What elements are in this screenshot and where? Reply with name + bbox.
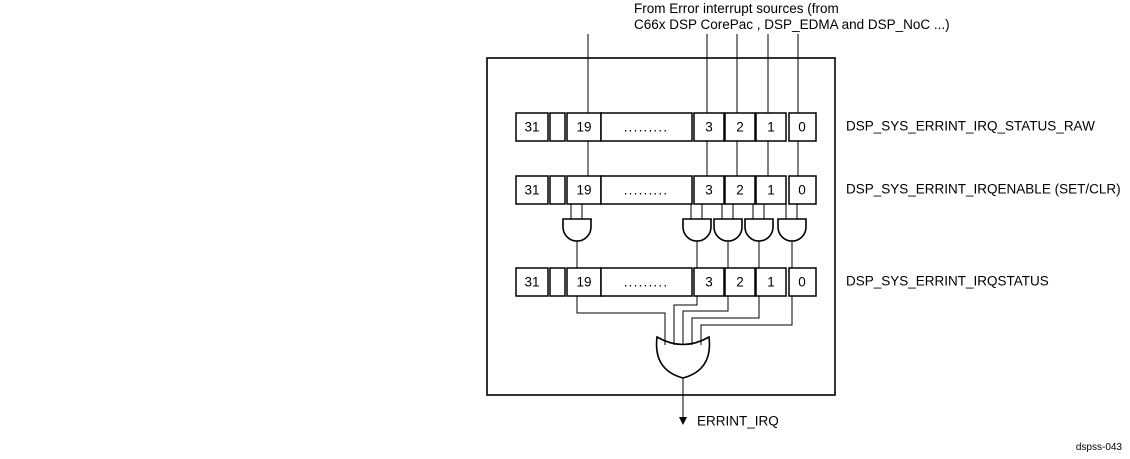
bit-label-ellipsis: ......... (624, 275, 669, 290)
bit-label-ellipsis: ......... (624, 120, 669, 135)
or-gate (655, 335, 711, 425)
bit-cell-2 (724, 267, 756, 297)
bit-cell-ellipsis (600, 112, 693, 142)
bit-cell-0 (788, 267, 817, 297)
bit-label-19: 19 (576, 275, 591, 290)
bit-label-1: 1 (767, 275, 775, 290)
register-row-irqstatus: 31 19 ......... 3 2 1 0 (515, 267, 817, 297)
bit-label-2: 2 (736, 120, 744, 135)
bit-cell-31 (515, 175, 549, 205)
arrowhead (679, 417, 687, 425)
bit-label-2: 2 (736, 183, 744, 198)
bit-cell-1 (755, 267, 787, 297)
raw-to-enable-links (587, 141, 799, 176)
bit-label-31: 31 (524, 275, 539, 290)
register-row-status-raw: 31 19 ......... 3 2 1 0 (515, 112, 817, 142)
bit-cell-2 (724, 175, 756, 205)
source-note-line1: From Error interrupt sources (from (634, 1, 839, 16)
bit-cell-ellipsis (600, 267, 693, 297)
register-row-irqenable: 31 19 ......... 3 2 1 0 (515, 175, 817, 205)
bit-label-2: 2 (736, 275, 744, 290)
input-source-lines (587, 34, 799, 127)
bit-cell-gap (549, 112, 566, 142)
bit-label-3: 3 (705, 275, 713, 290)
bit-cell-19 (566, 267, 602, 297)
bit-label-19: 19 (576, 120, 591, 135)
bit-label-0: 0 (798, 120, 806, 135)
register-name-irqenable: DSP_SYS_ERRINT_IRQENABLE (SET/CLR) (846, 182, 1121, 197)
bit-label-ellipsis: ......... (624, 183, 669, 198)
bit-cell-31 (515, 112, 549, 142)
bit-cell-0 (788, 112, 817, 142)
bit-label-0: 0 (798, 183, 806, 198)
figure-id-watermark: dspss-043 (1076, 442, 1123, 453)
bit-cell-gap (549, 267, 566, 297)
bit-label-3: 3 (705, 120, 713, 135)
bit-cell-19 (566, 175, 602, 205)
bit-cell-1 (755, 112, 787, 142)
bit-cell-1 (755, 175, 787, 205)
or-gate-input-routing (576, 296, 793, 345)
bit-label-19: 19 (576, 183, 591, 198)
bit-label-3: 3 (705, 183, 713, 198)
bit-cell-3 (693, 175, 725, 205)
bit-label-1: 1 (767, 120, 775, 135)
bit-cell-ellipsis (600, 175, 693, 205)
bit-cell-gap (549, 175, 566, 205)
source-note-line2: C66x DSP CorePac , DSP_EDMA and DSP_NoC … (634, 17, 950, 32)
register-name-irqstatus: DSP_SYS_ERRINT_IRQSTATUS (846, 274, 1049, 289)
bit-cell-0 (788, 175, 817, 205)
bit-label-31: 31 (524, 183, 539, 198)
register-name-status-raw: DSP_SYS_ERRINT_IRQ_STATUS_RAW (846, 119, 1095, 134)
bit-label-1: 1 (767, 183, 775, 198)
bit-cell-3 (693, 267, 725, 297)
output-signal-label: ERRINT_IRQ (697, 414, 779, 429)
bit-cell-3 (693, 112, 725, 142)
bit-label-0: 0 (798, 275, 806, 290)
bit-cell-2 (724, 112, 756, 142)
bit-label-31: 31 (524, 120, 539, 135)
module-boundary-box (486, 57, 836, 396)
bit-cell-31 (515, 267, 549, 297)
